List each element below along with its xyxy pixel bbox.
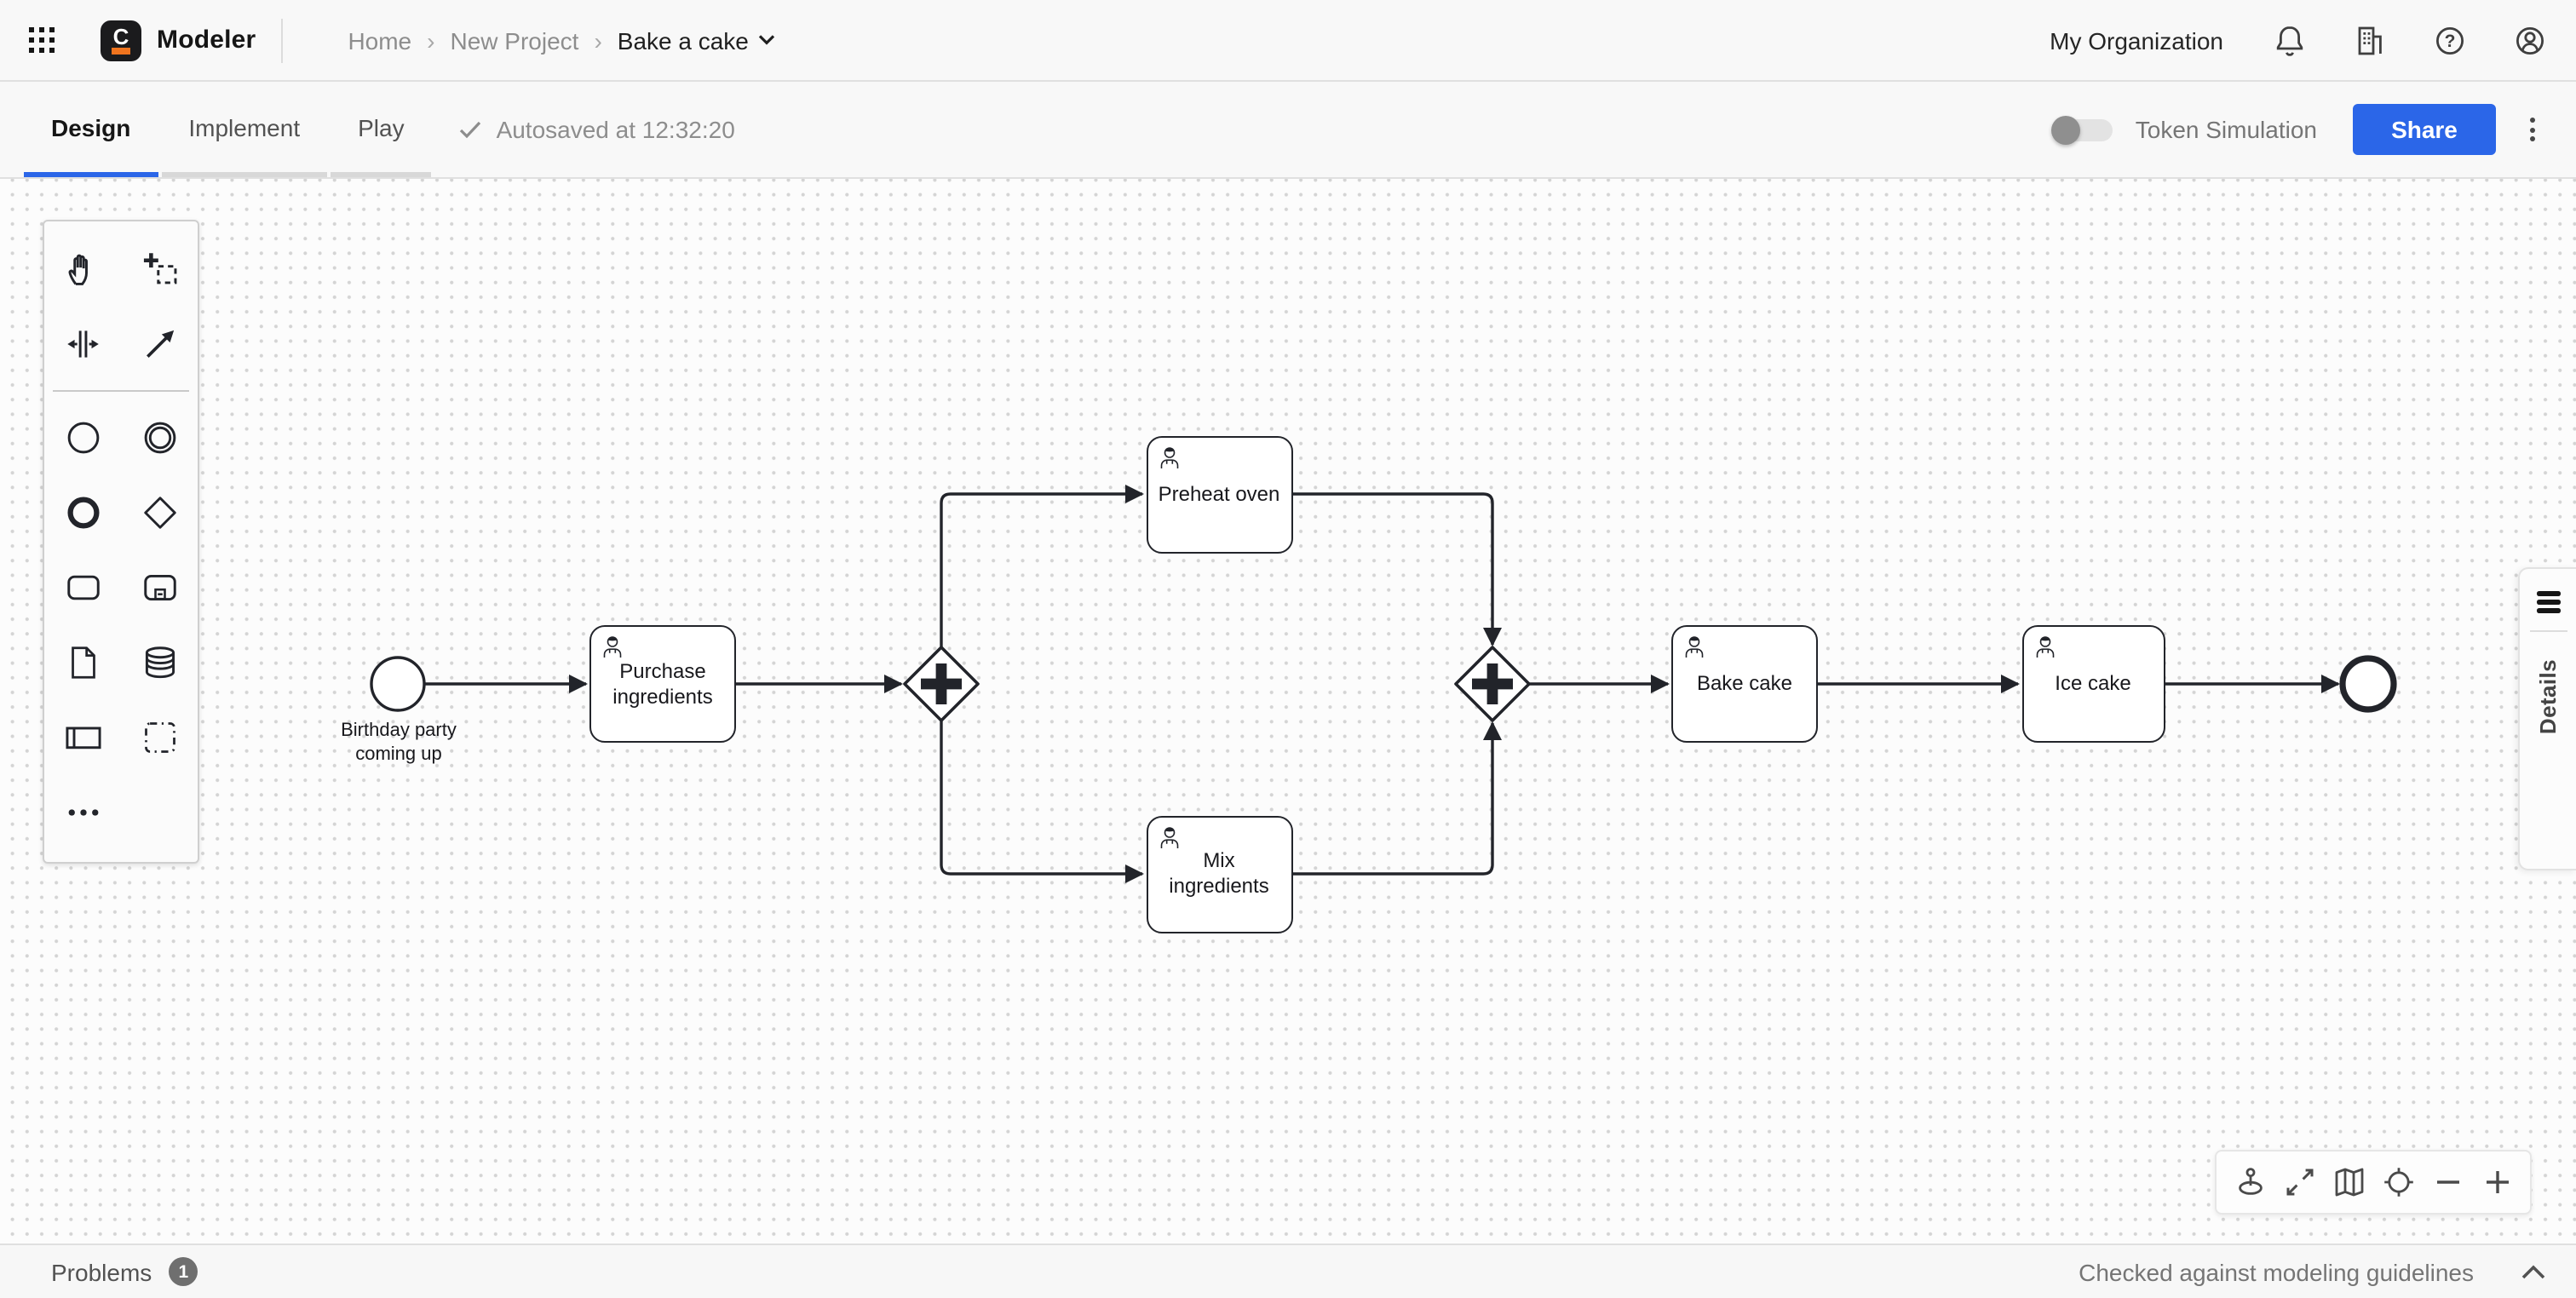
check-icon [460, 121, 481, 139]
task-ice-cake[interactable]: Ice cake [2021, 625, 2165, 743]
task-mix-ingredients[interactable]: Mix ingredients [1146, 815, 1292, 933]
tab-design-label: Design [51, 113, 131, 141]
chevron-up-icon[interactable] [2515, 1253, 2552, 1290]
element-palette [43, 220, 199, 864]
palette-create-participant[interactable] [44, 700, 121, 775]
palette-create-data-object[interactable] [44, 625, 121, 700]
logo-orange-bar [112, 48, 130, 54]
autosave-status: Autosaved at 12:32:20 [459, 82, 735, 177]
app-switcher-icon[interactable] [29, 27, 55, 53]
canvas-controls-toolbar [2215, 1150, 2532, 1215]
autosave-text: Autosaved at 12:32:20 [496, 116, 735, 143]
reset-zoom-button[interactable] [2373, 1153, 2423, 1211]
palette-create-start-event[interactable] [44, 400, 121, 475]
breadcrumb-file-label: Bake a cake [617, 26, 749, 54]
breadcrumb-file[interactable]: Bake a cake [618, 26, 776, 54]
palette-create-subprocess[interactable] [121, 550, 198, 625]
app-header: C Modeler Home › New Project › Bake a ca… [0, 0, 2576, 82]
task-label: Preheat oven [1158, 481, 1280, 505]
share-button[interactable]: Share [2353, 104, 2496, 155]
user-task-icon [1159, 826, 1178, 847]
task-label: Ice cake [2055, 671, 2131, 695]
notifications-bell-icon[interactable] [2269, 20, 2310, 60]
breadcrumb-project[interactable]: New Project [450, 26, 579, 54]
sequence-flow-preheat-join[interactable] [1292, 492, 1502, 646]
palette-more-elements[interactable] [44, 775, 121, 850]
parallel-gateway-split-shape[interactable] [903, 646, 980, 722]
breadcrumb-separator: › [594, 26, 602, 54]
task-label: Mix ingredients [1169, 848, 1269, 898]
logo-letter: C [112, 24, 129, 49]
camunda-logo[interactable]: C [101, 20, 141, 60]
mode-tabbar: Design Implement Play Autosaved at 12:32… [0, 82, 2576, 179]
header-divider [281, 18, 284, 62]
toggle-knob [2051, 115, 2081, 144]
user-task-icon [603, 636, 622, 658]
breadcrumb-separator: › [427, 26, 435, 54]
palette-lasso-tool[interactable] [121, 232, 198, 307]
kebab-menu-icon[interactable] [2511, 104, 2552, 155]
sequence-flow-split-mix[interactable] [940, 721, 1144, 883]
sequence-flow-split-preheat[interactable] [940, 485, 1144, 647]
bpmn-diagram-layer [370, 485, 2397, 883]
tab-implement-label: Implement [188, 113, 301, 141]
palette-space-tool[interactable] [44, 307, 121, 382]
tab-play[interactable]: Play [331, 82, 432, 177]
palette-create-task[interactable] [44, 550, 121, 625]
palette-separator [53, 390, 189, 392]
task-bake-cake[interactable]: Bake cake [1671, 625, 1818, 743]
user-task-icon [1159, 446, 1178, 468]
pin-canvas-button[interactable] [2225, 1153, 2274, 1211]
start-event-label[interactable]: Birthday party coming up [341, 721, 457, 766]
help-icon[interactable]: ? [2429, 20, 2470, 60]
task-label: Bake cake [1696, 671, 1793, 695]
palette-create-intermediate-event[interactable] [121, 400, 198, 475]
properties-icon [2536, 591, 2560, 613]
parallel-gateway-join-shape[interactable] [1454, 646, 1531, 722]
task-preheat-oven[interactable]: Preheat oven [1146, 435, 1292, 553]
task-label: Purchase ingredients [612, 658, 713, 708]
palette-create-end-event[interactable] [44, 475, 121, 550]
guidelines-text: Checked against modeling guidelines [2079, 1258, 2474, 1285]
zoom-out-button[interactable] [2423, 1153, 2472, 1211]
app-title: Modeler [157, 26, 256, 55]
tab-play-label: Play [358, 113, 405, 141]
end-event-shape[interactable] [2339, 655, 2397, 713]
breadcrumb-home[interactable]: Home [348, 26, 412, 54]
user-task-icon [2035, 636, 2054, 658]
tab-implement[interactable]: Implement [161, 82, 328, 177]
breadcrumb: Home › New Project › Bake a cake [348, 26, 776, 54]
problems-button[interactable]: Problems 1 [51, 1257, 198, 1286]
user-task-icon [1685, 636, 1704, 658]
palette-create-data-store[interactable] [121, 625, 198, 700]
zoom-in-button[interactable] [2472, 1153, 2521, 1211]
organization-name: My Organization [2050, 26, 2223, 54]
diagram-canvas[interactable]: Birthday party coming up Purchase ingred… [0, 179, 2576, 1243]
palette-create-gateway[interactable] [121, 475, 198, 550]
profile-icon[interactable] [2510, 20, 2550, 60]
sequence-flow-mix-join[interactable] [1292, 721, 1502, 876]
palette-hand-tool[interactable] [44, 232, 121, 307]
details-tab-divider [2529, 629, 2567, 632]
minimap-button[interactable] [2324, 1153, 2373, 1211]
task-purchase-ingredients[interactable]: Purchase ingredients [589, 625, 736, 743]
start-event-shape[interactable] [370, 656, 426, 712]
status-bar: Problems 1 Checked against modeling guid… [0, 1243, 2576, 1298]
tab-design[interactable]: Design [24, 82, 158, 177]
problems-count-badge: 1 [169, 1257, 198, 1286]
details-tab-label: Details [2535, 658, 2561, 734]
chevron-down-icon [759, 35, 776, 45]
palette-global-connect-tool[interactable] [121, 307, 198, 382]
token-simulation-label: Token Simulation [2135, 116, 2317, 143]
organization-building-icon[interactable] [2349, 20, 2390, 60]
help-glyph: ? [2445, 31, 2456, 50]
problems-label: Problems [51, 1258, 152, 1285]
fit-viewport-button[interactable] [2274, 1153, 2324, 1211]
token-simulation-toggle[interactable] [2051, 115, 2113, 144]
details-panel-tab[interactable]: Details [2518, 567, 2576, 870]
palette-create-group[interactable] [121, 700, 198, 775]
